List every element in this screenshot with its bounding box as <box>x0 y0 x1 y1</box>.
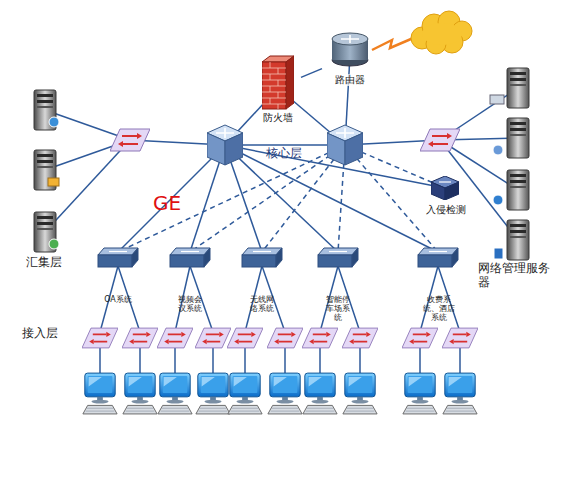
core-switch-icon <box>207 125 243 165</box>
system-label: OA系统 <box>104 295 132 304</box>
aggregation-switch-icon <box>242 248 282 267</box>
pc-icon <box>443 373 477 414</box>
wire <box>212 344 214 374</box>
wire <box>225 145 438 252</box>
server-badge <box>494 248 503 259</box>
aggregation-switch-icon <box>318 248 358 267</box>
pc-icon <box>228 373 262 414</box>
device-label: 路由器 <box>335 74 365 86</box>
device-label: 防火墙 <box>263 112 293 124</box>
device-node: 入侵检测 <box>418 174 474 216</box>
ids-icon <box>431 176 459 200</box>
server-badge <box>49 239 59 249</box>
server-badge <box>493 195 503 205</box>
system-label: 视频会议系统 <box>176 295 204 313</box>
pc-icon <box>403 373 437 414</box>
pc-icon <box>83 373 117 414</box>
server-badge <box>490 95 504 104</box>
wire <box>319 344 321 374</box>
wire <box>359 344 361 374</box>
wire <box>244 344 246 374</box>
access-switch-icon <box>267 328 303 348</box>
layer-label: GE <box>153 192 193 215</box>
access-switch-icon <box>342 328 378 348</box>
pc-icon <box>123 373 157 414</box>
wire <box>118 145 225 252</box>
server-icon <box>507 170 529 210</box>
aggregation-switch-icon <box>170 248 210 267</box>
pc-icon <box>158 373 192 414</box>
pc-icon <box>268 373 302 414</box>
access-switch-icon <box>157 328 193 348</box>
backup-wire <box>345 145 438 252</box>
access-switch-icon <box>402 328 438 348</box>
layer-label: 接入层 <box>22 327 72 341</box>
switch-icon <box>420 129 460 151</box>
wire <box>419 344 421 374</box>
server-icon <box>507 220 529 260</box>
server-icon <box>507 68 529 108</box>
server-badge <box>49 117 59 127</box>
access-switch-icon <box>442 328 478 348</box>
access-switch-icon <box>195 328 231 348</box>
pc-icon <box>196 373 230 414</box>
access-switch-icon <box>302 328 338 348</box>
system-label: 收费系统、酒店系统 <box>422 295 456 323</box>
internet-cloud <box>422 23 462 45</box>
system-label: 智能停车场系统 <box>324 295 352 323</box>
backup-wire <box>262 145 345 252</box>
device-label: 入侵检测 <box>426 204 466 216</box>
server-badge <box>493 145 503 155</box>
device-node: 路由器 <box>322 28 378 86</box>
wire <box>139 344 141 374</box>
core-switch-icon <box>327 125 363 165</box>
server-icon <box>507 118 529 158</box>
switch-icon <box>110 129 150 151</box>
aggregation-switch-icon <box>98 248 138 267</box>
system-label: 无线网络系统 <box>248 295 276 313</box>
device-node: 防火墙 <box>255 50 301 124</box>
server-badge <box>48 178 59 186</box>
backup-wire <box>190 145 345 252</box>
wire <box>45 140 130 232</box>
aggregation-switch-icon <box>418 248 458 267</box>
wire <box>284 344 286 374</box>
link-line <box>301 69 322 78</box>
wire <box>174 344 176 374</box>
pc-icon <box>303 373 337 414</box>
system-label: 网络管理服务器 <box>478 262 556 290</box>
wire <box>459 344 461 374</box>
wire <box>99 344 101 374</box>
layer-label: 汇集层 <box>26 256 76 270</box>
pc-icon <box>343 373 377 414</box>
access-switch-icon <box>82 328 118 348</box>
access-switch-icon <box>227 328 263 348</box>
firewall-icon <box>262 56 294 109</box>
layer-label: 核心层 <box>266 147 316 161</box>
router-icon <box>332 33 368 66</box>
access-switch-icon <box>122 328 158 348</box>
